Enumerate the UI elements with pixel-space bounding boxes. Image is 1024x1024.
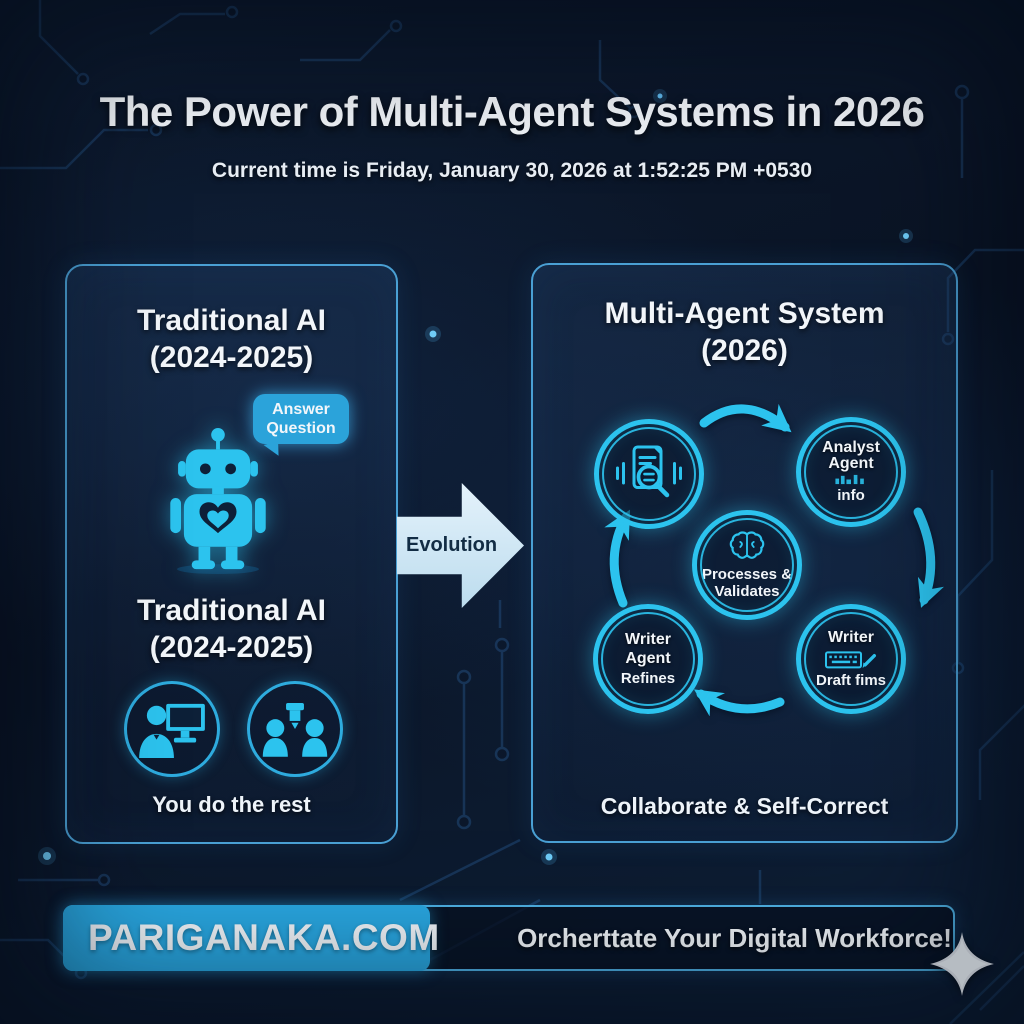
person-computer-icon: [139, 703, 205, 758]
subheading-line2: (2024-2025): [149, 631, 314, 664]
person-computer-circle: [124, 681, 220, 777]
current-time-text: Current time is Friday, January 30, 2026…: [211, 159, 813, 182]
node-label: Validates: [714, 582, 780, 600]
analyst-agent-node: Analyst Agent info: [796, 417, 906, 527]
node-label: Agent: [625, 649, 671, 667]
robot-icon: [170, 427, 266, 574]
node-label: Writer: [625, 630, 671, 648]
processor-node: Processes & Validates: [692, 510, 802, 620]
website-url[interactable]: PARIGANAKA.COM: [88, 917, 440, 958]
keyboard-pencil-icon: [825, 650, 876, 668]
cycle-arrows: [604, 403, 944, 717]
brain-icon: [729, 530, 765, 559]
website-badge[interactable]: PARIGANAKA.COM: [63, 905, 439, 971]
mini-chart-icon: [835, 474, 864, 485]
node-label: Agent: [828, 455, 874, 472]
right-panel-caption: Collaborate & Self-Correct: [600, 793, 889, 819]
footer-tagline: Orcherttate Your Digital Workforce!: [517, 922, 952, 953]
arrow-analyst-to-draft: [913, 507, 944, 608]
node-label: Analyst: [822, 439, 880, 456]
traditional-ai-panel: Traditional AI (2024-2025) Answer Questi…: [65, 264, 398, 844]
heading-line1: Multi-Agent System: [604, 297, 885, 330]
evolution-label: Evolution: [406, 534, 498, 556]
node-label: Processes &: [701, 565, 793, 583]
left-panel-caption: You do the rest: [152, 792, 311, 817]
node-sublabel: Draft fims: [815, 671, 886, 689]
arrow-research-to-analyst: [699, 403, 792, 433]
document-search-icon: [616, 445, 682, 498]
heading-line2: (2026): [701, 334, 788, 367]
sparkle-icon: [930, 932, 994, 996]
multi-agent-heading: Multi-Agent System (2026): [533, 295, 956, 369]
heading-line2: (2024-2025): [149, 341, 314, 374]
node-sublabel: Refines: [620, 669, 676, 687]
writer-draft-node: Writer Draft fims: [796, 604, 906, 714]
team-icon: [262, 703, 328, 757]
team-circle: [247, 681, 343, 777]
bubble-line1: Answer: [272, 401, 330, 418]
traditional-ai-heading: Traditional AI (2024-2025): [67, 302, 396, 376]
node-sublabel: info: [837, 487, 865, 504]
arrow-draft-to-refine: [694, 689, 785, 717]
arrow-refine-to-research: [604, 509, 631, 608]
bubble-line2: Question: [266, 420, 336, 437]
multi-agent-panel: Multi-Agent System (2026): [531, 263, 958, 843]
page-title: The Power of Multi-Agent Systems in 2026: [99, 88, 925, 135]
answer-question-bubble: Answer Question: [253, 394, 349, 444]
research-agent-node: [594, 419, 704, 529]
writer-refine-node: Writer Agent Refines: [593, 604, 703, 714]
traditional-ai-subheading: Traditional AI (2024-2025): [67, 592, 396, 666]
glow-dots: [38, 89, 913, 865]
node-label: Writer: [828, 628, 874, 646]
subheading-line1: Traditional AI: [137, 594, 326, 627]
heading-line1: Traditional AI: [137, 304, 326, 337]
